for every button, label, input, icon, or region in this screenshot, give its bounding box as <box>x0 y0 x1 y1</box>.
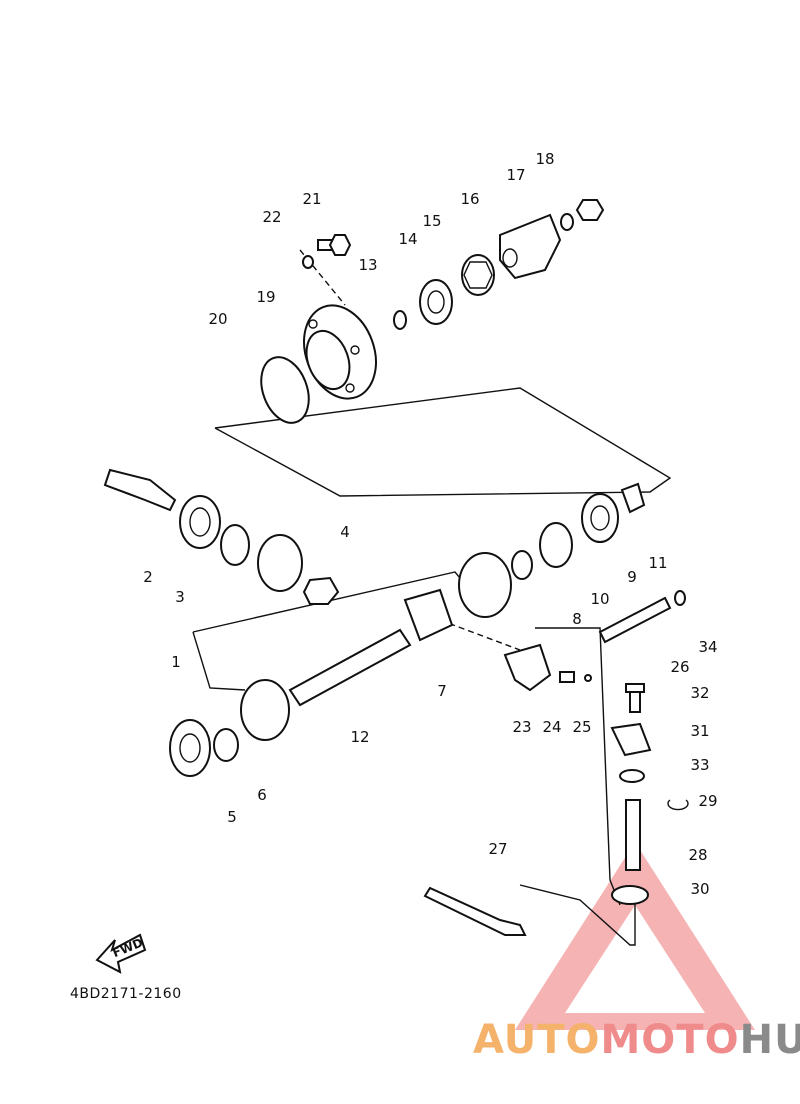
watermark-brand: AUTOMOTOHUB <box>473 1017 800 1063</box>
watermark-triangle <box>515 842 755 1030</box>
callout-2: 2 <box>143 568 153 586</box>
callout-18: 18 <box>535 150 554 168</box>
callout-4: 4 <box>340 523 350 541</box>
part-31-arm <box>610 722 652 757</box>
callout-5: 5 <box>227 808 237 826</box>
part-5-bearing <box>169 719 211 777</box>
callout-31: 31 <box>690 722 709 740</box>
part-29-circlip <box>667 799 689 811</box>
part-1-gear-a <box>257 534 303 592</box>
watermark-part1: AUTO <box>473 1017 601 1063</box>
watermark-part3: HUB <box>740 1017 800 1063</box>
part-15-seal <box>461 254 495 296</box>
part-25-ball <box>584 674 592 682</box>
part-13-washer <box>393 310 407 330</box>
callout-19: 19 <box>256 288 275 306</box>
callout-28: 28 <box>688 846 707 864</box>
part-28-shaft <box>625 799 641 871</box>
part-9-seal <box>581 493 619 543</box>
part-26-shaft <box>598 596 672 644</box>
callout-16: 16 <box>460 190 479 208</box>
part-22-washer <box>302 255 314 269</box>
callout-6: 6 <box>257 786 267 804</box>
part-2-bearing <box>179 495 221 549</box>
callout-24: 24 <box>542 718 561 736</box>
part-20-gasket <box>260 356 310 424</box>
part-19-housing <box>303 304 377 400</box>
callout-15: 15 <box>422 212 441 230</box>
part-21-bolt <box>317 234 352 256</box>
part-12-shaft <box>288 628 412 707</box>
part-17-washer <box>560 213 574 231</box>
callout-7: 7 <box>437 682 447 700</box>
part-32-bolt <box>625 683 645 713</box>
callout-32: 32 <box>690 684 709 702</box>
fwd-arrow-icon: FWD <box>95 933 147 974</box>
part-14-bearing <box>419 279 453 325</box>
callout-11: 11 <box>648 554 667 572</box>
part-1-gear-c <box>240 679 290 741</box>
callout-1: 1 <box>171 653 181 671</box>
part-23-fork <box>503 643 552 692</box>
part-1-gear-b <box>458 552 512 618</box>
watermark-part2: MOTO <box>601 1017 740 1063</box>
part-8-shim <box>511 550 533 580</box>
part-4-nut <box>302 576 340 605</box>
callout-21: 21 <box>302 190 321 208</box>
part-10-collar <box>539 522 573 568</box>
part-33-washer <box>619 769 645 783</box>
callout-27: 27 <box>488 840 507 858</box>
part-3-shim <box>220 524 250 566</box>
callout-25: 25 <box>572 718 591 736</box>
callout-3: 3 <box>175 588 185 606</box>
part-shaft-input <box>103 468 177 512</box>
part-24-spring <box>559 671 575 683</box>
part-7-clutch <box>403 588 454 642</box>
callout-26: 26 <box>670 658 689 676</box>
callout-34: 34 <box>698 638 717 656</box>
callout-17: 17 <box>506 166 525 184</box>
callout-12: 12 <box>350 728 369 746</box>
part-34-oring <box>674 590 686 606</box>
callout-22: 22 <box>262 208 281 226</box>
part-6-shim <box>213 728 239 762</box>
callout-23: 23 <box>512 718 531 736</box>
part-16-yoke <box>499 213 562 280</box>
callout-9: 9 <box>627 568 637 586</box>
part-11-clip <box>620 482 646 514</box>
part-27-rod <box>423 886 527 936</box>
part-30-plate <box>611 885 649 905</box>
callout-8: 8 <box>572 610 582 628</box>
callout-29: 29 <box>698 792 717 810</box>
callout-30: 30 <box>690 880 709 898</box>
callout-20: 20 <box>208 310 227 328</box>
callout-14: 14 <box>398 230 417 248</box>
reference-code: 4BD2171-2160 <box>70 986 182 1002</box>
callout-33: 33 <box>690 756 709 774</box>
callout-13: 13 <box>358 256 377 274</box>
part-18-nut <box>575 199 605 221</box>
callout-10: 10 <box>590 590 609 608</box>
